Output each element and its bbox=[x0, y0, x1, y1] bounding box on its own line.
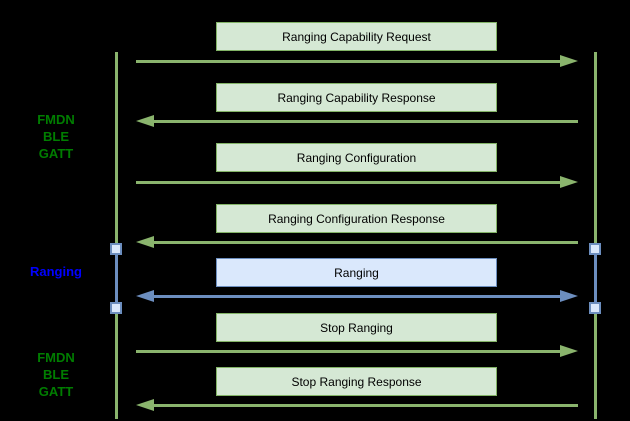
arrowhead-left-icon bbox=[136, 290, 154, 302]
arrow-shaft bbox=[150, 295, 564, 298]
message-label: Ranging Capability Response bbox=[277, 90, 436, 105]
arrowhead-right-icon bbox=[560, 345, 578, 357]
message-arrow-ranging-capability-response bbox=[136, 115, 578, 127]
activation-node-left-bottom bbox=[110, 302, 122, 314]
message-box-ranging-capability-response: Ranging Capability Response bbox=[216, 83, 497, 112]
message-arrow-ranging bbox=[136, 290, 578, 302]
left-lifeline bbox=[115, 52, 118, 419]
phase-label-line: FMDN bbox=[37, 350, 75, 365]
phase-label-line: GATT bbox=[38, 384, 74, 399]
message-label: Ranging Configuration bbox=[296, 150, 417, 165]
left-lifeline-ranging-segment bbox=[115, 249, 118, 308]
arrow-shaft bbox=[150, 120, 578, 123]
arrowhead-right-icon bbox=[560, 55, 578, 67]
arrow-shaft bbox=[150, 241, 578, 244]
activation-node-left-top bbox=[110, 243, 122, 255]
message-arrow-ranging-configuration-response bbox=[136, 236, 578, 248]
message-box-ranging-capability-request: Ranging Capability Request bbox=[216, 22, 497, 51]
phase-label-fmdn-ble-gatt-top: FMDN BLE GATT bbox=[10, 111, 102, 162]
message-arrow-stop-ranging-response bbox=[136, 399, 578, 411]
message-box-ranging-configuration: Ranging Configuration bbox=[216, 143, 497, 172]
arrow-shaft bbox=[150, 404, 578, 407]
message-label: Stop Ranging Response bbox=[291, 374, 422, 389]
phase-label-line: GATT bbox=[38, 146, 74, 161]
arrowhead-left-icon bbox=[136, 399, 154, 411]
message-arrow-stop-ranging bbox=[136, 345, 578, 357]
right-lifeline-ranging-segment bbox=[594, 249, 597, 308]
message-box-stop-ranging: Stop Ranging bbox=[216, 313, 497, 342]
phase-label-ranging: Ranging bbox=[10, 263, 102, 280]
phase-label-fmdn-ble-gatt-bottom: FMDN BLE GATT bbox=[10, 349, 102, 400]
arrow-shaft bbox=[136, 181, 564, 184]
arrowhead-left-icon bbox=[136, 115, 154, 127]
activation-node-right-bottom bbox=[589, 302, 601, 314]
arrowhead-right-icon bbox=[560, 290, 578, 302]
activation-node-right-top bbox=[589, 243, 601, 255]
message-label: Stop Ranging bbox=[320, 320, 393, 335]
message-label: Ranging Capability Request bbox=[282, 29, 431, 44]
message-box-ranging: Ranging bbox=[216, 258, 497, 287]
arrowhead-right-icon bbox=[560, 176, 578, 188]
phase-label-line: BLE bbox=[43, 129, 69, 144]
message-label: Ranging Configuration Response bbox=[268, 211, 445, 226]
message-label: Ranging bbox=[334, 265, 379, 280]
arrowhead-left-icon bbox=[136, 236, 154, 248]
right-lifeline bbox=[594, 52, 597, 419]
phase-label-line: Ranging bbox=[30, 264, 82, 279]
message-arrow-ranging-configuration bbox=[136, 176, 578, 188]
message-box-stop-ranging-response: Stop Ranging Response bbox=[216, 367, 497, 396]
arrow-shaft bbox=[136, 60, 564, 63]
message-box-ranging-configuration-response: Ranging Configuration Response bbox=[216, 204, 497, 233]
message-arrow-ranging-capability-request bbox=[136, 55, 578, 67]
phase-label-line: FMDN bbox=[37, 112, 75, 127]
arrow-shaft bbox=[136, 350, 564, 353]
phase-label-line: BLE bbox=[43, 367, 69, 382]
